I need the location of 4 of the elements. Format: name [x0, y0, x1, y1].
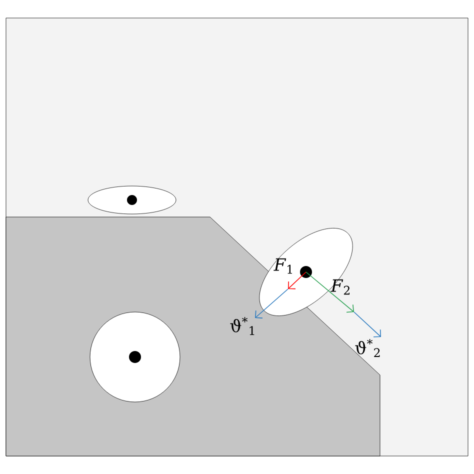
vector-label: ϑ$^{*}$2 [355, 339, 380, 357]
vector-label: ϑ$^{*}$1 [230, 317, 254, 335]
vector-label: F$_{1}$ [274, 258, 292, 274]
vector-label: F$_{2}$ [330, 279, 350, 295]
